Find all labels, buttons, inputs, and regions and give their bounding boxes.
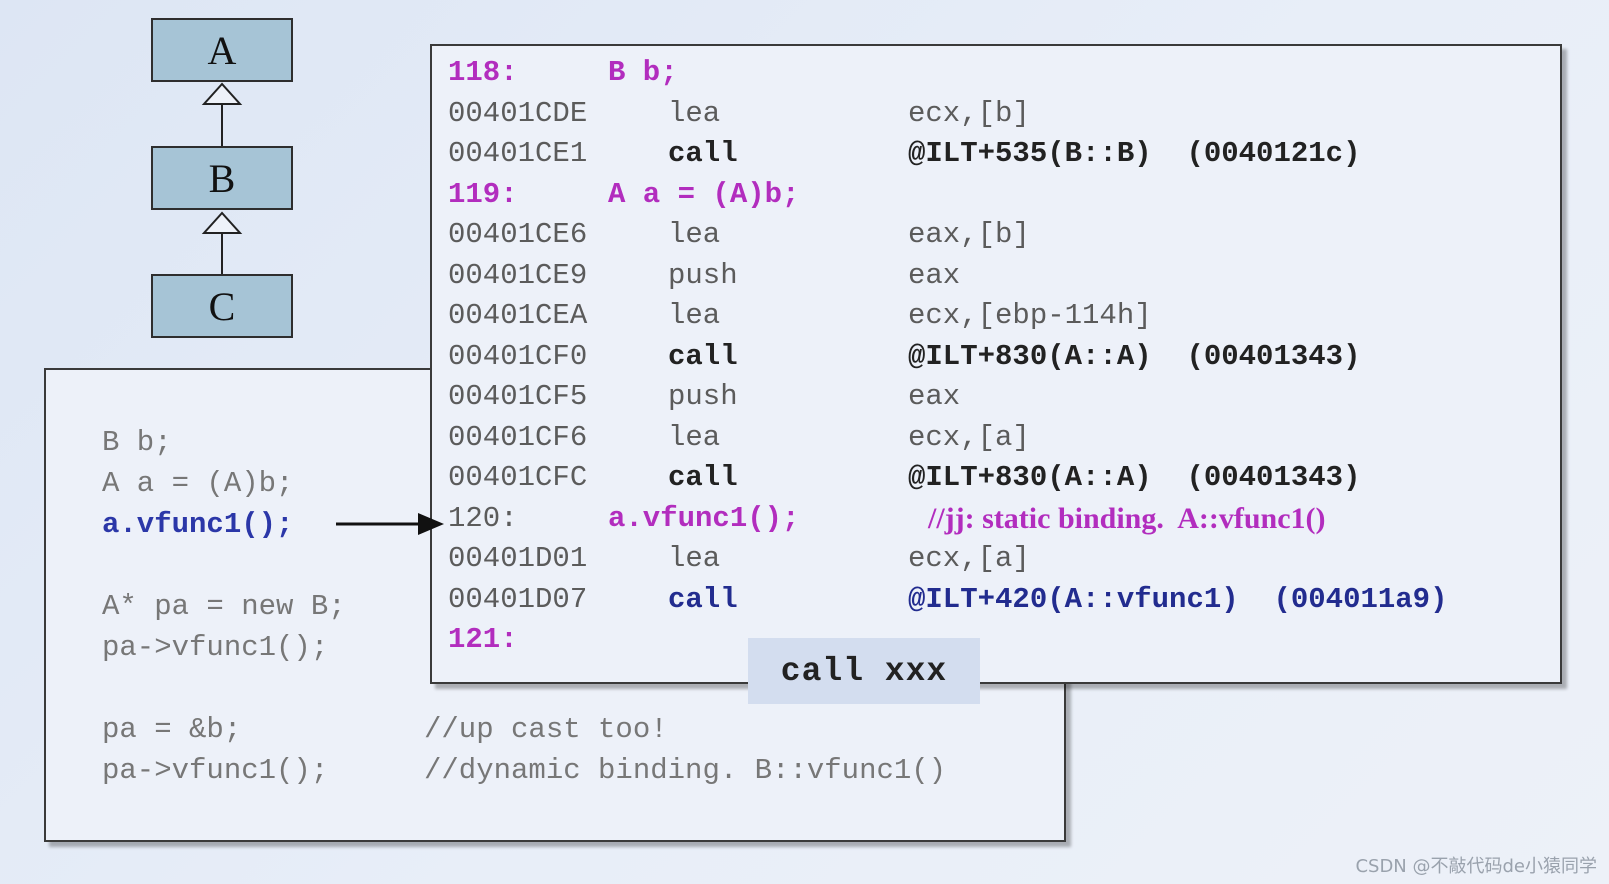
source-comment: //dynamic binding. B::vfunc1() bbox=[424, 754, 947, 787]
asm-row: 00401CF6 lea ecx,[a] bbox=[432, 419, 1560, 457]
source-line-number: 120: bbox=[448, 501, 518, 535]
asm-operand: ecx,[b] bbox=[908, 96, 1030, 130]
asm-row: 00401D01 lea ecx,[a] bbox=[432, 540, 1560, 578]
asm-address: 00401CF5 bbox=[448, 380, 588, 413]
source-statement: A a = (A)b; bbox=[608, 177, 800, 211]
asm-address: 00401D01 bbox=[448, 542, 588, 575]
source-marker-row: 121: bbox=[432, 621, 1560, 659]
asm-address: 00401CE1 bbox=[448, 137, 588, 170]
source-line: pa->vfunc1(); bbox=[102, 754, 329, 787]
asm-address: 00401CF0 bbox=[448, 339, 588, 373]
asm-instruction: push bbox=[668, 380, 738, 413]
source-marker-row: 119: A a = (A)b; bbox=[432, 176, 1560, 214]
asm-row: 00401CEA lea ecx,[ebp-114h] bbox=[432, 297, 1560, 335]
asm-instruction: call bbox=[668, 461, 738, 494]
asm-row: 00401CF0 call @ILT+830(A::A) (00401343) bbox=[432, 338, 1560, 376]
static-binding-comment: //jj: static binding. A::vfunc1() bbox=[928, 501, 1326, 535]
asm-address: 00401CE6 bbox=[448, 218, 588, 251]
class-box-b: B bbox=[151, 146, 293, 210]
asm-operand: eax bbox=[908, 258, 961, 292]
asm-operand: @ILT+830(A::A) (00401343) bbox=[908, 461, 1361, 494]
source-comment: //up cast too! bbox=[424, 713, 668, 746]
source-line: a.vfunc1(); bbox=[102, 508, 294, 541]
asm-instruction: call bbox=[668, 137, 738, 170]
asm-address: 00401CEA bbox=[448, 299, 588, 332]
inheritance-arrowhead-a bbox=[201, 82, 243, 105]
source-marker-row: 118: B b; bbox=[432, 54, 1560, 92]
asm-operand: @ILT+830(A::A) (00401343) bbox=[908, 339, 1361, 373]
source-line: pa->vfunc1(); bbox=[102, 631, 329, 664]
asm-instruction: lea bbox=[668, 542, 721, 575]
asm-address: 00401CE9 bbox=[448, 258, 588, 292]
asm-instruction: call bbox=[668, 582, 738, 616]
asm-operand: ecx,[ebp-114h] bbox=[908, 299, 1152, 332]
source-line: A* pa = new B; bbox=[102, 590, 346, 623]
disassembly-panel: 118: B b; 00401CDE lea ecx,[b] 00401CE1 call @I… bbox=[430, 44, 1562, 684]
asm-row: 00401CE1 call @ILT+535(B::B) (0040121c) bbox=[432, 135, 1560, 173]
asm-row: 00401CFC call @ILT+830(A::A) (00401343) bbox=[432, 459, 1560, 497]
source-line-number: 118: bbox=[448, 56, 518, 89]
asm-operand: ecx,[a] bbox=[908, 420, 1030, 454]
asm-operand: @ILT+535(B::B) (0040121c) bbox=[908, 137, 1361, 170]
inheritance-arrowhead-b bbox=[201, 211, 243, 234]
asm-address: 00401CDE bbox=[448, 96, 588, 130]
asm-operand: ecx,[a] bbox=[908, 542, 1030, 575]
source-line-number: 121: bbox=[448, 623, 518, 656]
asm-row: 00401CF5 push eax bbox=[432, 378, 1560, 416]
asm-instruction: lea bbox=[668, 299, 721, 332]
asm-instruction: call bbox=[668, 339, 738, 373]
asm-row: 00401CE9 push eax bbox=[432, 257, 1560, 295]
asm-row: 00401D07 call @ILT+420(A::vfunc1) (004011a… bbox=[432, 581, 1560, 619]
asm-operand: eax bbox=[908, 380, 961, 413]
asm-instruction: lea bbox=[668, 96, 721, 130]
asm-instruction: push bbox=[668, 258, 738, 292]
class-box-c: C bbox=[151, 274, 293, 338]
asm-address: 00401CF6 bbox=[448, 420, 588, 454]
asm-instruction: lea bbox=[668, 420, 721, 454]
asm-instruction: lea bbox=[668, 218, 721, 251]
asm-row: 00401CDE lea ecx,[b] bbox=[432, 95, 1560, 133]
source-line: pa = &b; bbox=[102, 713, 242, 746]
source-line: B b; bbox=[102, 426, 172, 459]
source-statement: B b; bbox=[608, 56, 678, 89]
source-line: A a = (A)b; bbox=[102, 467, 294, 500]
class-box-a: A bbox=[151, 18, 293, 82]
asm-address: 00401D07 bbox=[448, 582, 588, 616]
call-callout: call xxx bbox=[748, 638, 980, 704]
asm-address: 00401CFC bbox=[448, 461, 588, 494]
asm-row: 00401CE6 lea eax,[b] bbox=[432, 216, 1560, 254]
watermark: CSDN @不敲代码de小猿同学 bbox=[1355, 856, 1597, 877]
source-statement: a.vfunc1(); bbox=[608, 501, 800, 535]
asm-operand: @ILT+420(A::vfunc1) (004011a9) bbox=[908, 582, 1448, 616]
asm-operand: eax,[b] bbox=[908, 218, 1030, 251]
source-marker-row: 120: a.vfunc1(); //jj: static binding. A::… bbox=[432, 500, 1560, 538]
source-line-number: 119: bbox=[448, 177, 518, 211]
